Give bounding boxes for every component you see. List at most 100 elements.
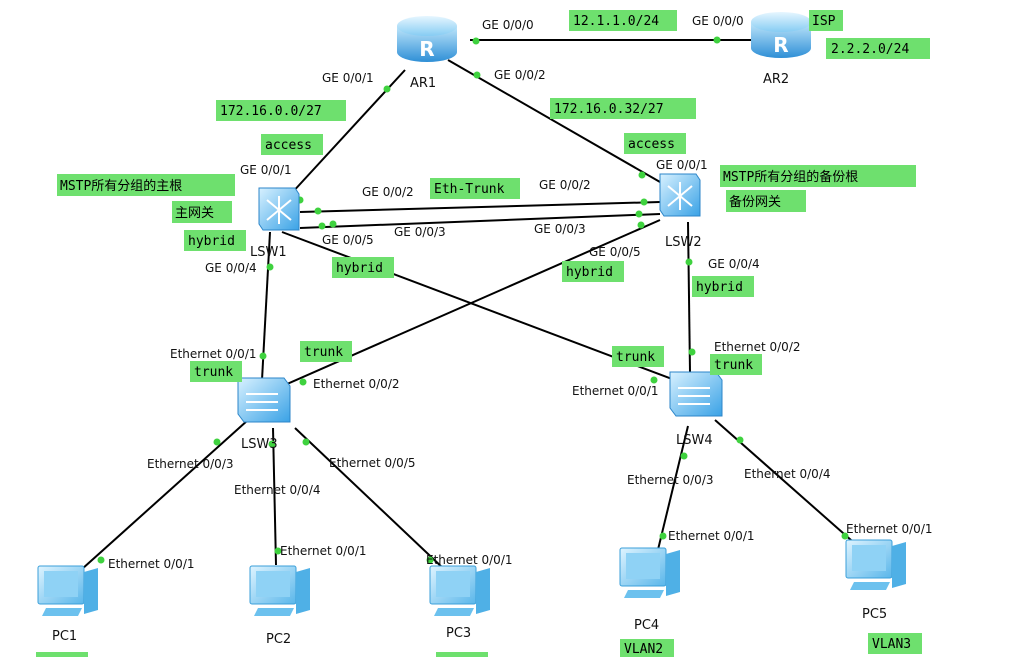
router-ar2[interactable]: R [751,12,811,58]
port-dot [383,85,391,93]
tag-mstp-primary: MSTP所有分组的主根 [60,178,182,194]
pc-tower-icon [666,550,680,596]
label-lsw1: LSW1 [250,245,287,260]
port-dot [650,376,658,384]
label-pc5: PC5 [862,607,887,622]
tag-hybrid-lsw2-g004: hybrid [696,280,743,295]
label-lsw4: LSW4 [676,433,713,448]
switch-lsw1[interactable] [258,187,300,231]
links [71,39,861,579]
port-label: GE 0/0/3 [534,222,586,236]
tag-backup-gateway: 备份网关 [729,194,781,210]
switch-lsw2[interactable] [659,173,701,217]
port-label: GE 0/0/5 [322,233,374,247]
tag-mstp-backup: MSTP所有分组的备份根 [723,169,858,185]
annotation-tags: 12.1.1.0/24 ISP 2.2.2.0/24 172.16.0.0/27… [36,10,930,657]
port-label: GE 0/0/1 [656,158,708,172]
tag-bg [826,38,930,59]
pc-tower-icon [84,568,98,614]
port-dot [635,210,643,218]
switch-icon [237,377,291,423]
tag-bg [720,165,916,187]
link-lsw2-lsw4 [687,221,691,373]
switch-arrows-icon [246,393,278,411]
tag-trunk-lsw3-e001: trunk [194,365,233,380]
pc-screen [436,571,470,597]
port-label: GE 0/0/1 [240,163,292,177]
port-dot [685,258,693,266]
tag-trunk-lsw4-e001: trunk [616,350,655,365]
router-icon [751,22,811,58]
link-ar1-lsw2 [447,59,661,183]
port-label: Ethernet 0/0/3 [627,473,714,487]
port-label: GE 0/0/3 [394,225,446,239]
port-dot [274,547,282,555]
port-labels: GE 0/0/0 GE 0/0/0 GE 0/0/1 GE 0/0/2 GE 0… [108,14,933,571]
tag-hybrid-lsw1: hybrid [188,234,235,249]
port-label: Ethernet 0/0/5 [329,456,416,470]
pc-pc5[interactable] [845,539,906,590]
pc-pc4[interactable] [619,547,680,598]
port-dot [299,378,307,386]
tag-net-2: 2.2.2.0/24 [831,42,909,57]
pc-pc3[interactable] [429,565,490,616]
port-dot [259,352,267,360]
pc-base-icon [850,582,890,590]
port-label: GE 0/0/0 [482,18,534,32]
switch-lsw3[interactable] [237,377,291,423]
port-dot [213,438,221,446]
router-glyph: R [773,33,788,57]
port-dot [329,220,337,228]
tag-bg [809,10,843,31]
tag-hybrid-lsw1-g005: hybrid [336,261,383,276]
port-label: GE 0/0/4 [205,261,257,275]
tag-net-172-0: 172.16.0.0/27 [220,104,322,119]
label-pc3: PC3 [446,626,471,641]
link-lsw3-pc1 [71,419,249,579]
port-dot [841,532,849,540]
tag-bg [430,178,520,199]
tag-bg [261,134,323,155]
port-dot [318,222,326,230]
tag-hybrid-lsw2-g005: hybrid [566,265,613,280]
port-dot [266,263,274,271]
link-lsw1-lsw2-g003 [299,213,661,229]
router-ar1[interactable]: R [397,16,457,62]
port-label: Ethernet 0/0/1 [572,384,659,398]
tag-primary-gateway: 主网关 [175,206,214,221]
port-dot [713,36,721,44]
tag-bg [550,98,696,119]
tag-bg [624,133,686,154]
tag-access-lsw2: access [628,137,675,152]
pc-tower-icon [476,568,490,614]
port-dot [268,440,276,448]
port-label: GE 0/0/1 [322,71,374,85]
pc-screen [256,571,290,597]
link-lsw3-pc2 [272,427,277,566]
tag-net-172-32: 172.16.0.32/27 [554,102,664,117]
switch-arrows-icon [678,387,710,405]
port-dots [97,36,849,564]
tag-bg [184,230,246,251]
port-dot [680,452,688,460]
label-pc2: PC2 [266,632,291,647]
tag-bg [620,639,674,657]
pc-pc2[interactable] [249,565,310,616]
tag-bg [172,201,232,223]
label-pc4: PC4 [634,618,659,633]
label-ar1: AR1 [410,76,436,91]
tag-eth-trunk: Eth-Trunk [434,182,505,197]
switch-lsw4[interactable] [669,371,723,417]
pc-screen [852,545,886,571]
tag-bg [36,652,88,657]
router-icon-top [751,12,811,32]
pc-pc1[interactable] [37,565,98,616]
switch-icon [669,371,723,417]
tag-bg [190,361,242,382]
port-dot [638,171,646,179]
pc-base-icon [254,608,294,616]
tag-access-lsw1: access [265,138,312,153]
tag-bg [332,257,394,278]
